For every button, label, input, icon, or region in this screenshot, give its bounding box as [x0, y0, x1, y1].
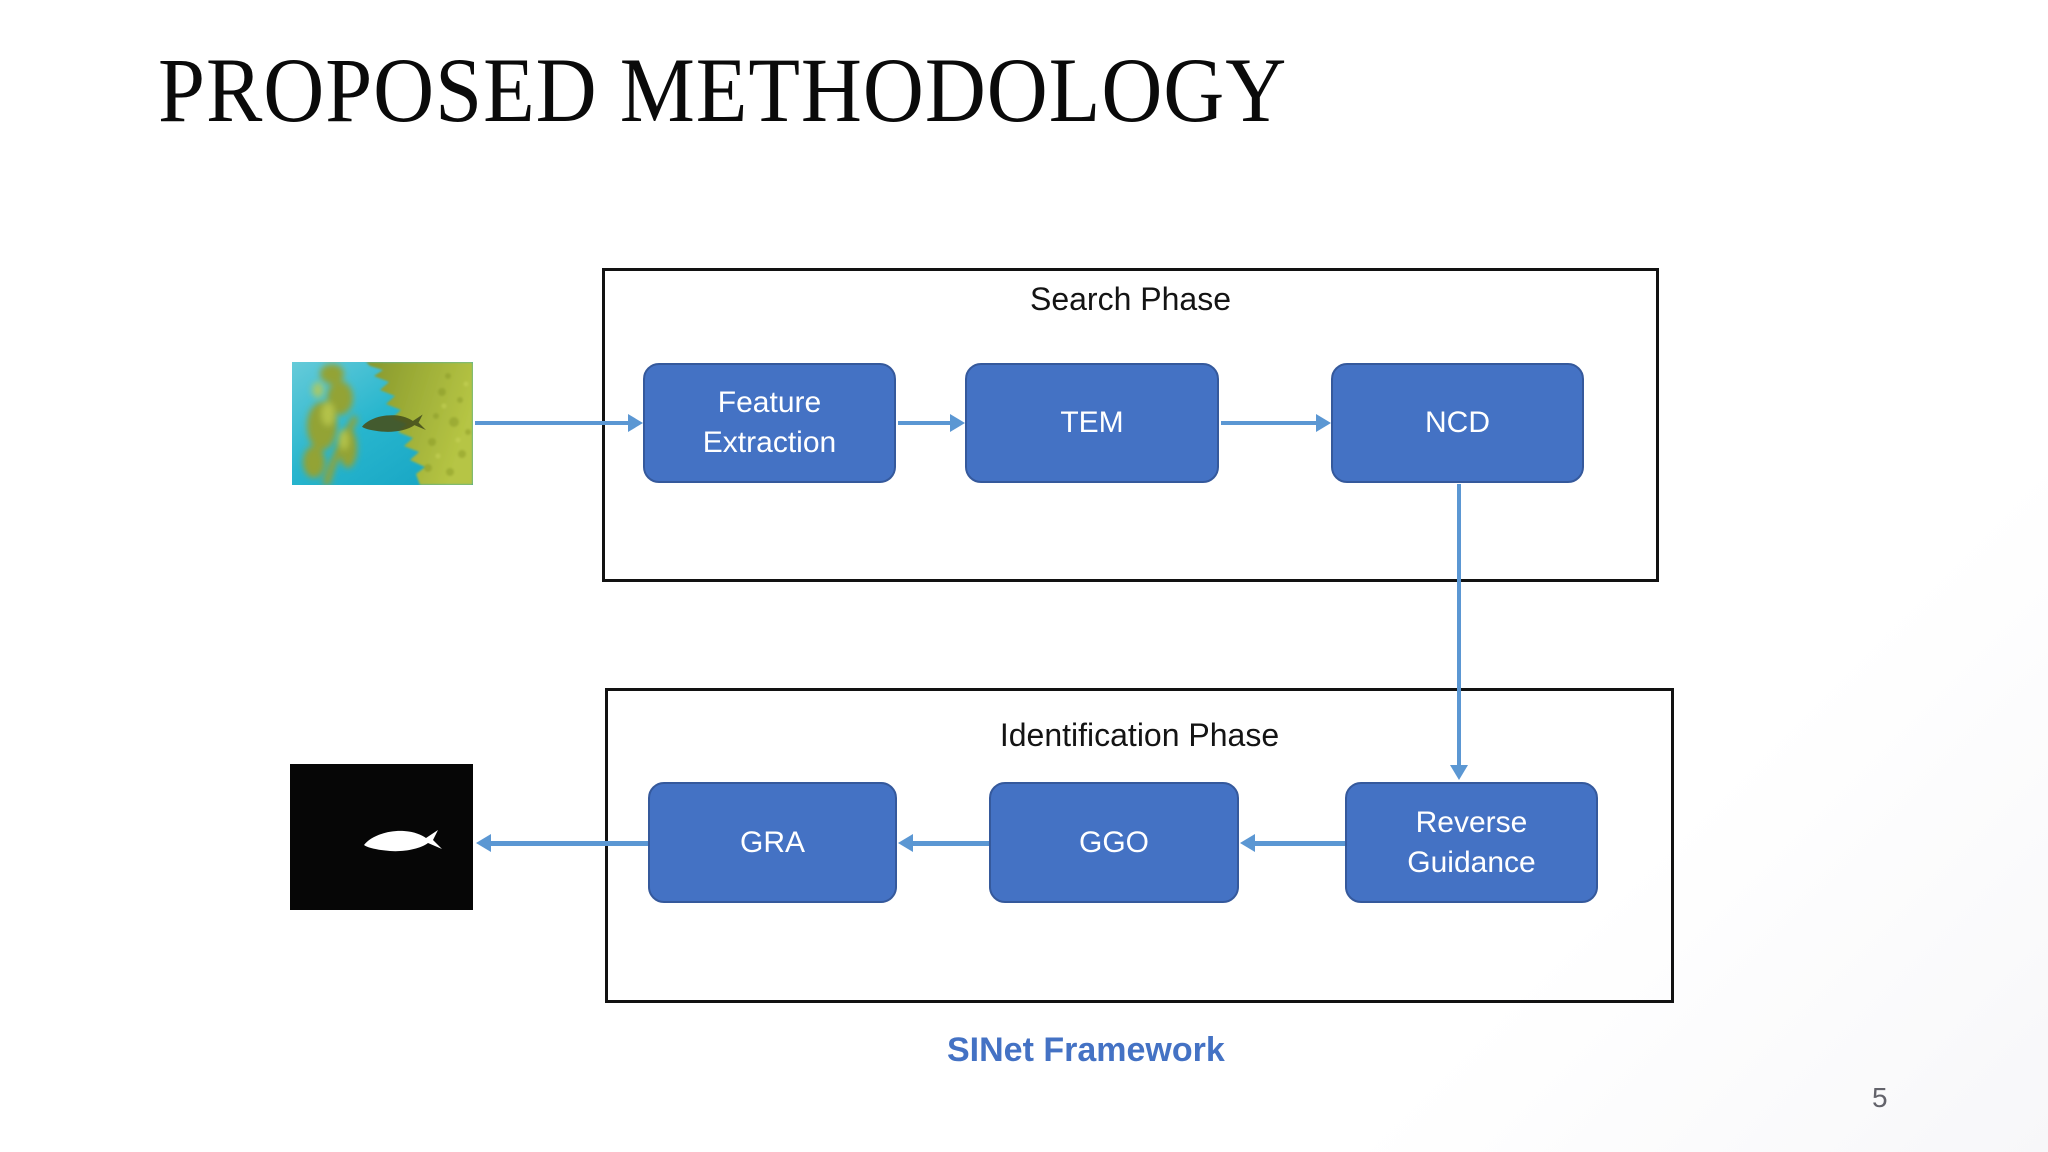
- node-tem: TEM: [965, 363, 1219, 483]
- node-ggo: GGO: [989, 782, 1239, 903]
- node-feature-extraction: Feature Extraction: [643, 363, 896, 483]
- node-reverse-guidance: Reverse Guidance: [1345, 782, 1598, 903]
- page-number: 5: [1872, 1082, 1888, 1113]
- framework-caption: SINet Framework: [947, 1031, 1225, 1069]
- mask-graphic: [290, 764, 473, 910]
- search-phase-box: Search Phase: [602, 268, 1659, 582]
- search-phase-label: Search Phase: [1029, 281, 1231, 317]
- kelp-leaf: [366, 362, 473, 485]
- slide-title: PROPOSED METHODOLOGY: [158, 40, 1288, 142]
- camouflaged-fish-icon: [362, 414, 426, 432]
- node-gra: GRA: [648, 782, 897, 903]
- input-photo-kelp: [292, 362, 473, 485]
- node-ncd: NCD: [1331, 363, 1584, 483]
- fish-silhouette-icon: [364, 830, 442, 852]
- kelp-photo-graphic: [292, 362, 473, 485]
- output-mask-image: [290, 764, 473, 910]
- identification-phase-label: Identification Phase: [999, 717, 1280, 753]
